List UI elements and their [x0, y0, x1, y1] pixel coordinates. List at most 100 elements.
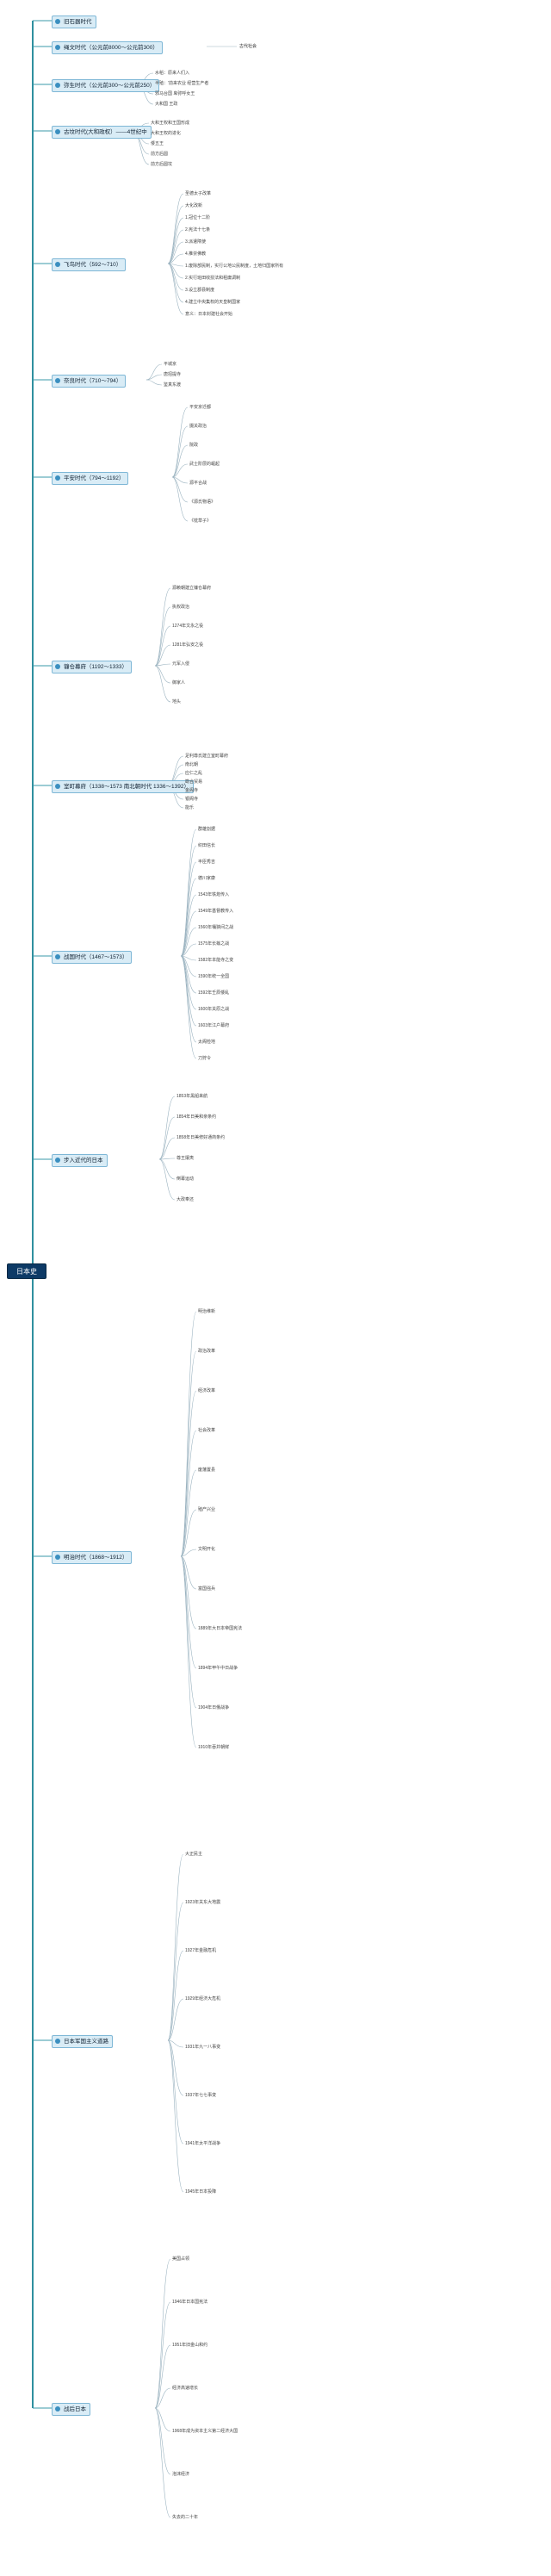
branch-node[interactable]: 镰仓幕府（1192～1333） [52, 661, 132, 673]
detail-item: 执权政治 [172, 605, 190, 610]
detail-connector [167, 263, 184, 303]
detail-item: 德川家康 [198, 876, 216, 881]
detail-item: 源平合战 [189, 481, 207, 486]
detail-item: 大和国 王政 [155, 102, 178, 107]
detail-item: 鉴真东渡 [164, 382, 182, 388]
detail-connector [145, 363, 163, 381]
detail-item: 倒幕运动 [176, 1176, 195, 1182]
detail-item: 明治维新 [198, 1309, 216, 1314]
detail-item: 美国占领 [172, 2256, 190, 2262]
detail-item: 大正民主 [185, 1852, 203, 1857]
detail-item: 1575年长篠之战 [198, 941, 230, 947]
branch-node[interactable]: 室町幕府（1338～1573 南北朝时代 1336～1392） [52, 780, 194, 793]
detail-item: 1945年日本投降 [185, 2189, 217, 2194]
detail-item: 3.派遣隋使 [185, 239, 207, 245]
detail-connector [180, 1350, 197, 1557]
detail-connector [154, 2258, 171, 2409]
detail-connector [154, 587, 171, 667]
detail-item: 1600年关原之战 [198, 1007, 230, 1012]
detail-connector [167, 2039, 184, 2096]
detail-item: 院政 [189, 443, 199, 448]
branch-node[interactable]: 明治时代（1868～1912） [52, 1551, 133, 1564]
detail-item: 废藩置县 [198, 1468, 216, 1473]
branch-node[interactable]: 平安时代（794～1192） [52, 472, 129, 485]
detail-item: 邪马台国 卑弥呼女王 [155, 91, 195, 96]
detail-item: 政治改革 [198, 1349, 216, 1354]
detail-connector [180, 955, 197, 1059]
detail-item: 尊王攘夷 [176, 1156, 195, 1161]
detail-connector [180, 1555, 197, 1669]
detail-connector [167, 1853, 184, 2041]
detail-item: 1274年文永之役 [172, 624, 204, 629]
detail-item: 大和王权和王国形成 [151, 121, 190, 126]
detail-connector [180, 845, 197, 957]
branch-node[interactable]: 古坟时代(大和政权）——4世纪中 [52, 126, 152, 139]
detail-connector [167, 1902, 184, 2041]
detail-item: 2.实行班田收授法和租庸调制 [185, 276, 241, 281]
detail-item: 1582年本能寺之变 [198, 958, 234, 963]
detail-connector [154, 663, 171, 667]
detail-item: 前方后圆 [151, 152, 169, 157]
detail-item: 1853年黑船来航 [176, 1094, 208, 1099]
detail-connector [167, 253, 184, 264]
detail-item: 1560年桶狭间之战 [198, 925, 234, 930]
branch-node[interactable]: 旧石器时代 [52, 16, 96, 28]
detail-item: 地头 [172, 699, 182, 705]
branch-node[interactable]: 日本军国主义道路 [52, 2035, 113, 2048]
detail-item: 1910年吞并朝鲜 [198, 1745, 230, 1750]
branch-node[interactable]: 奈良时代（710～794） [52, 375, 127, 388]
detail-connector [154, 606, 171, 667]
detail-item: 1549年基督教传入 [198, 909, 234, 914]
branch-node[interactable]: 步入近代的日本 [52, 1154, 108, 1167]
root-node[interactable]: 日本史 [7, 1263, 46, 1279]
detail-item: 太阁检地 [198, 1040, 216, 1045]
detail-connector [180, 829, 197, 957]
detail-connector [167, 2039, 184, 2193]
detail-item: 1941年太平洋战争 [185, 2141, 221, 2146]
detail-connector [158, 1158, 176, 1201]
detail-item: 大化改新 [185, 203, 203, 208]
branch-node[interactable]: 弥生时代（公元前300～公元前250） [52, 79, 160, 92]
branch-node[interactable]: 绳文时代（公元前8000～公元前300） [52, 41, 163, 54]
detail-connector [158, 1158, 176, 1160]
detail-item: 1.冠位十二阶 [185, 215, 211, 220]
detail-connector [180, 1555, 197, 1629]
detail-item: 意义：日本封建社会开始 [185, 312, 233, 317]
detail-item: 1931年九一八事变 [185, 2045, 221, 2050]
detail-connector [167, 205, 184, 264]
detail-item: 平安京迁都 [189, 405, 212, 410]
detail-item: 失去的二十年 [172, 2515, 199, 2520]
detail-connector [180, 861, 197, 957]
branch-node[interactable]: 战国时代（1467～1573） [52, 951, 133, 964]
detail-item: 1927年金融危机 [185, 1948, 217, 1953]
detail-item: 前方后圆坟 [151, 162, 173, 167]
detail-connector [145, 379, 163, 386]
detail-item: 群雄割据 [198, 827, 216, 832]
detail-connector [154, 2407, 171, 2475]
detail-item: 织田信长 [198, 843, 216, 848]
detail-connector [154, 2387, 171, 2409]
detail-connector [154, 2301, 171, 2409]
branch-note: 古代社会 [239, 44, 257, 49]
detail-connector [154, 2407, 171, 2432]
detail-item: 刀狩令 [198, 1056, 212, 1061]
detail-item: 1946年日本国宪法 [172, 2300, 208, 2305]
detail-connector [154, 665, 171, 684]
detail-item: 御家人 [172, 680, 186, 686]
detail-item: 富国强兵 [198, 1586, 216, 1592]
detail-item: 泡沫经济 [172, 2472, 190, 2477]
detail-item: 1543年铁炮传入 [198, 892, 230, 897]
branch-node[interactable]: 飞鸟时代（592～710） [52, 258, 127, 271]
branch-node[interactable]: 战后日本 [52, 2403, 90, 2416]
detail-connector [167, 263, 184, 315]
detail-item: 《枕草子》 [189, 518, 212, 524]
detail-item: 1603年江户幕府 [198, 1023, 230, 1028]
detail-connector [154, 2407, 171, 2518]
detail-connector [180, 1555, 197, 1709]
detail-connector [180, 955, 197, 1043]
detail-item: 1894年甲午中日战争 [198, 1666, 238, 1671]
detail-item: 元军入侵 [172, 661, 190, 667]
detail-connector [180, 927, 197, 957]
detail-connector [180, 955, 197, 1010]
detail-item: 足利尊氏建立室町幕府 [185, 754, 229, 759]
